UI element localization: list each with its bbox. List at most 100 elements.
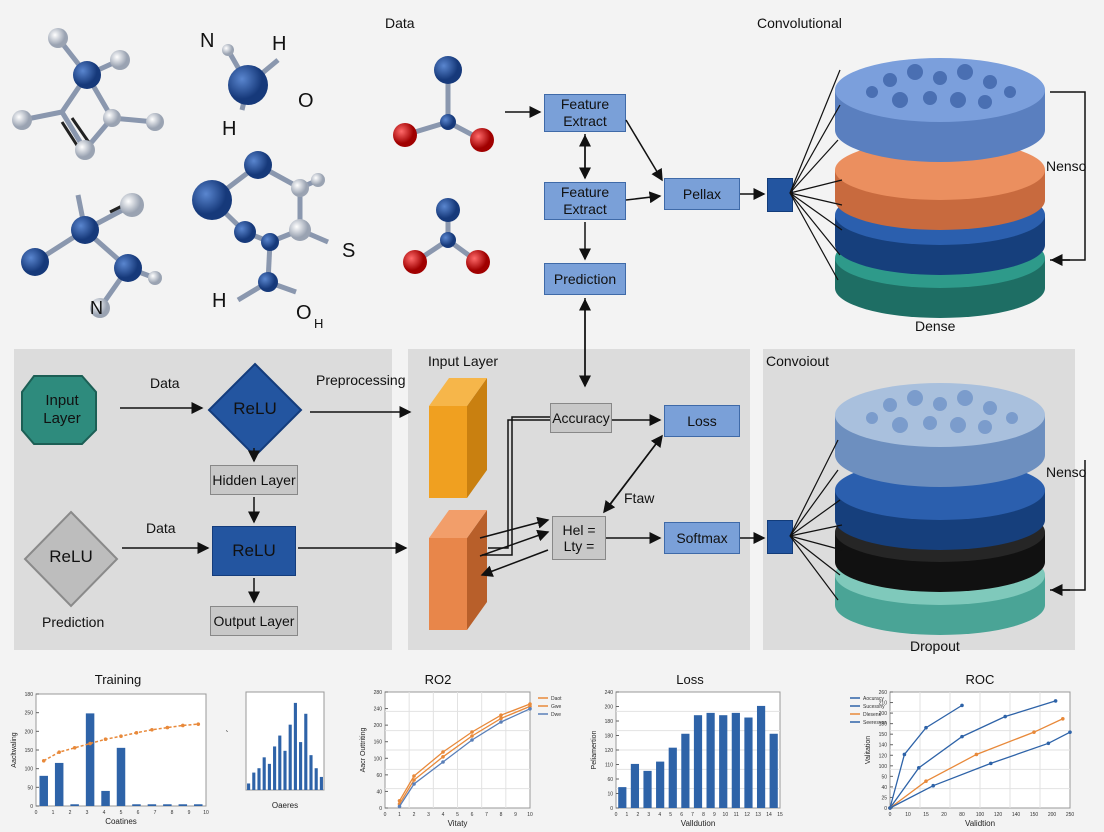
y-tick-label: 25 [881,795,887,801]
bar [283,750,287,790]
bar [247,783,251,790]
y-axis-label: Aacr Outtriting [360,728,367,773]
series-line [398,703,531,802]
bar [314,768,318,790]
y-tick-label: 60 [607,777,613,783]
x-tick-label: 12 [744,812,750,818]
relu-diamond-label-1: ReLU [233,399,277,418]
x-tick-label: 7 [485,812,488,818]
bar [299,742,303,790]
y-tick-label: 200 [374,723,383,729]
atom-label: N [90,298,103,318]
dropout-label: Dropout [910,638,960,654]
y-tick-label: 160 [374,740,383,746]
data-point [960,734,964,739]
input-layer-shape [21,375,97,445]
connector-node-bottom [767,520,793,554]
data-point [924,779,928,784]
x-tick-label: 15 [923,812,929,818]
bar [54,762,64,806]
data-point [499,716,503,721]
bar [693,715,703,808]
pellax-box: Pellax [664,178,740,210]
y-axis-label: Valitation [865,736,872,764]
data-point [119,734,123,739]
x-tick-label: 20 [941,812,947,818]
data-point [989,761,993,766]
bar [178,804,188,806]
nenso-label-bottom: Nenso [1046,464,1087,480]
y-tick-label: 250 [25,711,34,717]
label-convolutional: Convolutional [757,15,842,31]
data-point [931,783,935,788]
x-tick-label: 14 [766,812,772,818]
y-tick-label: 50 [881,774,887,780]
bar [668,747,677,808]
bar [719,715,728,808]
y-tick-label: 150 [879,732,888,738]
feature-extract-box-2: Feature Extract [544,182,626,220]
nenso-label-top: Nenso [1046,158,1087,174]
x-axis-label: Oaeres [272,801,298,810]
x-tick-label: 7 [154,810,157,816]
y-tick-label: 180 [879,722,888,728]
y-tick-label: 120 [879,753,888,759]
bar [273,746,277,790]
x-tick-label: 8 [500,812,503,818]
output-layer-box: Output Layer [210,606,298,636]
data-point [441,750,445,754]
legend-label: Daot [551,696,562,702]
relu-diamond-gray [23,510,119,608]
x-tick-label: 6 [680,812,683,818]
x-tick-label: 4 [103,810,106,816]
x-tick-label: 6 [471,812,474,818]
data-point [1046,741,1051,746]
data-point [103,737,108,742]
y-tick-label: 0 [610,806,613,812]
data-point [41,758,46,763]
bar [267,763,271,790]
y-tick-label: 40 [881,785,887,791]
y-axis-label: Aacltwaling [11,732,18,768]
y-tick-label: 210 [879,701,888,707]
y-tick-label: 100 [25,767,34,773]
data-point [196,722,201,726]
x-tick-label: 0 [384,812,387,818]
x-tick-label: 9 [713,812,716,818]
data-label-1: Data [150,375,180,391]
y-tick-label: 200 [605,705,614,711]
x-tick-label: 2 [636,812,639,818]
bar [769,733,778,808]
y-tick-label: 50 [27,785,33,791]
y-tick-label: 100 [374,756,383,762]
x-tick-label: 100 [976,812,985,818]
x-tick-label: 7 [691,812,694,818]
data-point [902,752,907,757]
molecule-illustrations [12,28,494,318]
data-point [499,720,503,724]
bar [262,757,266,790]
data-point [499,713,503,717]
data-label-2: Data [146,520,176,536]
bar [656,761,665,808]
data-point [960,703,964,708]
y-axis-label: Peliamertion [591,730,598,769]
x-tick-label: 80 [959,812,965,818]
data-point [888,806,892,810]
y-tick-label: 40 [376,789,382,795]
atom-label: H [314,316,324,331]
x-tick-label: 1 [626,812,629,818]
y-tick-label: 180 [605,734,614,740]
data-point [397,804,402,809]
x-tick-label: 250 [1066,812,1075,818]
input-layer-label: Input Layer [43,392,81,427]
x-tick-label: 8 [171,810,174,816]
y-tick-label: 140 [879,743,888,749]
bar [288,724,292,790]
input-layer-title: Input Layer [428,353,499,369]
data-point [57,750,61,754]
y-tick-label: 180 [605,719,614,725]
atom-label: H [212,290,227,312]
